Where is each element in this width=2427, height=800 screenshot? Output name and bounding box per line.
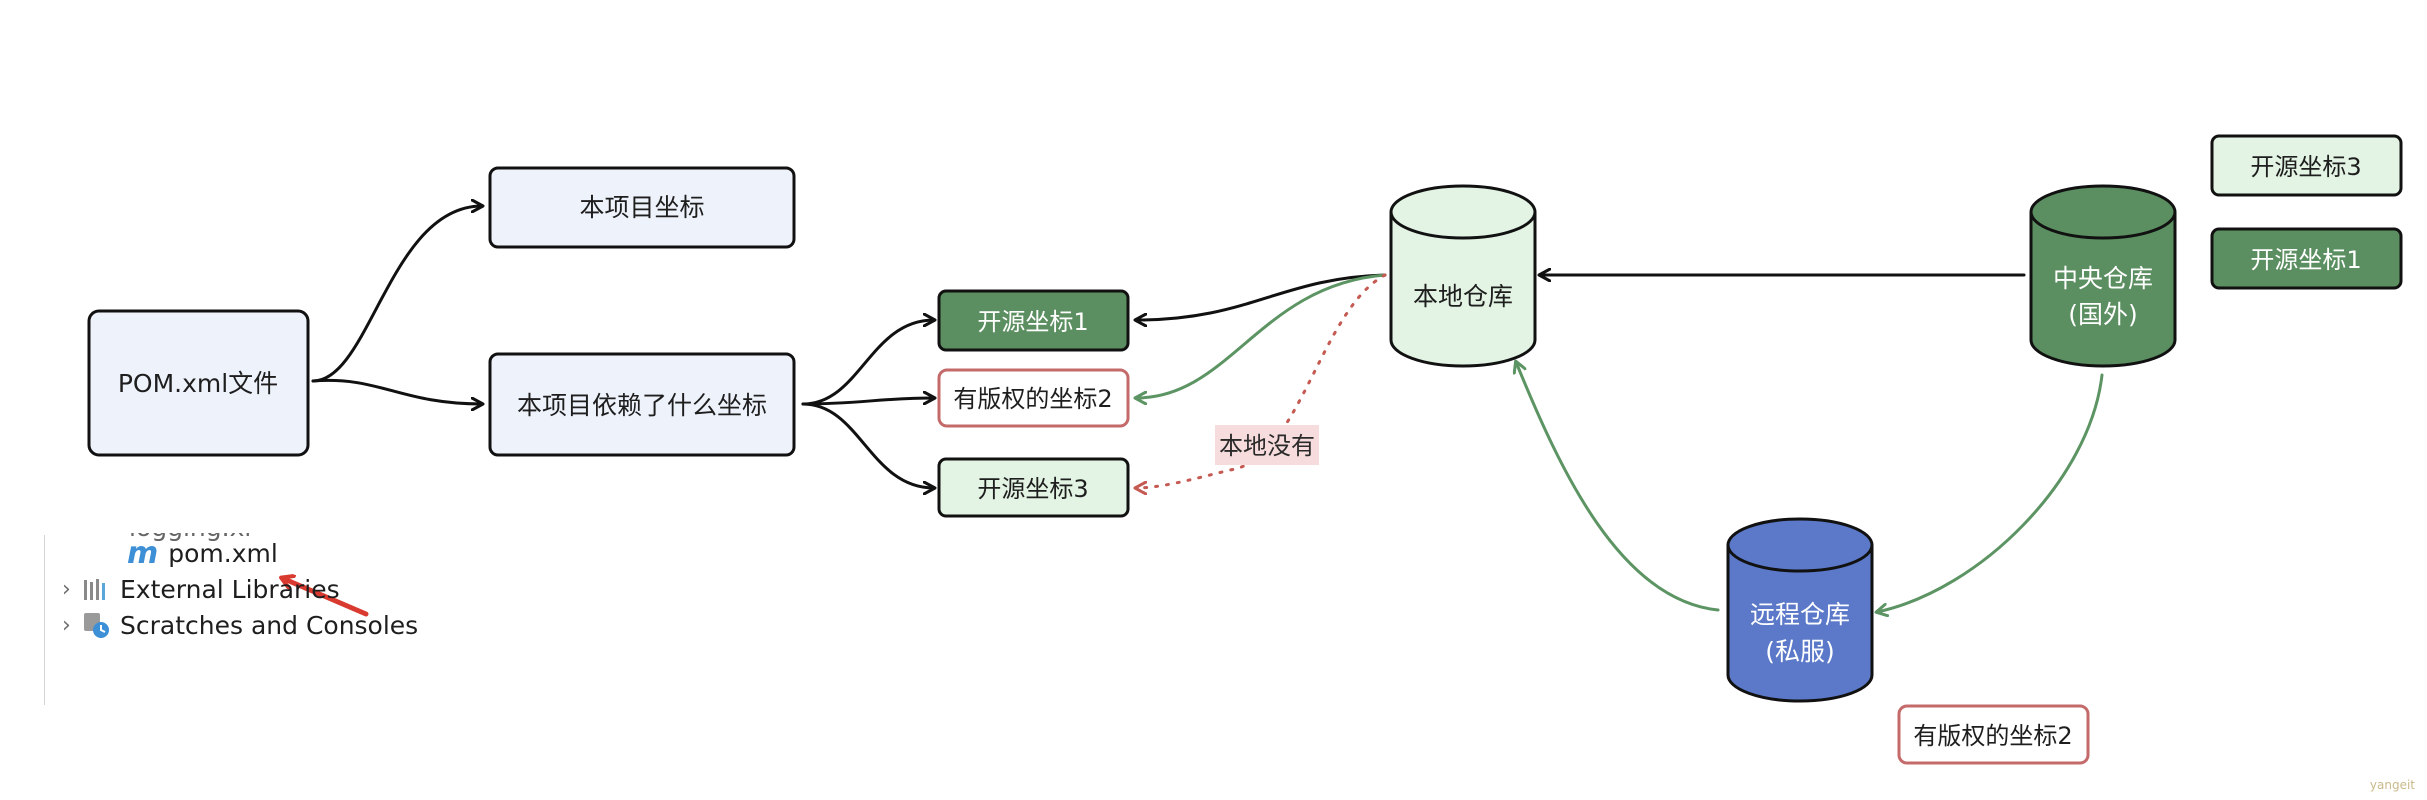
remote-repo-cylinder: 远程仓库 (私服) — [1726, 517, 1874, 703]
chevron-right-icon[interactable]: › — [62, 576, 71, 602]
chevron-right-icon[interactable]: › — [62, 612, 71, 638]
central-open-coord-3-node: 开源坐标3 — [2210, 134, 2403, 197]
tree-item-scratches-label: Scratches and Consoles — [120, 610, 419, 640]
central-repo-label-line1: 中央仓库 — [2053, 264, 2153, 293]
open-coord-1-label: 开源坐标1 — [977, 308, 1088, 336]
edge-deps-to-licensed-coord-2 — [801, 398, 934, 406]
project-deps-node: 本项目依赖了什么坐标 — [488, 352, 796, 457]
tree-item-external-libraries[interactable]: › External Libraries — [62, 571, 340, 607]
remote-repo-label-line2: (私服) — [1765, 637, 1835, 666]
edge-pom-to-project-deps — [311, 378, 482, 404]
remote-repo-label-line1: 远程仓库 — [1750, 600, 1850, 629]
edge-deps-to-open-coord-3 — [801, 402, 934, 488]
central-open-coord-3-label: 开源坐标3 — [2250, 153, 2361, 181]
edge-pom-to-project-coord — [311, 206, 482, 383]
pom-file-node: POM.xml文件 — [87, 309, 310, 457]
central-open-coord-1-label: 开源坐标1 — [2250, 246, 2361, 274]
central-open-coord-1-node: 开源坐标1 — [2210, 227, 2403, 290]
local-repo-cylinder: 本地仓库 — [1389, 184, 1537, 368]
open-coord-3-node: 开源坐标3 — [937, 457, 1130, 518]
project-coord-label: 本项目坐标 — [579, 193, 704, 222]
ide-project-tree: logging.xml m pom.xml › External Librari… — [44, 533, 444, 705]
edge-local-to-licensed-coord-2 — [1136, 273, 1387, 398]
library-icon — [84, 579, 105, 600]
project-coord-node: 本项目坐标 — [488, 166, 796, 249]
tree-guide-line — [44, 535, 45, 705]
local-repo-label: 本地仓库 — [1413, 282, 1513, 311]
tree-item-pom-label: pom.xml — [168, 538, 278, 568]
pom-pointer-arrow — [282, 578, 369, 617]
watermark: yangeit — [2369, 778, 2415, 792]
licensed-coord-2-node: 有版权的坐标2 — [937, 368, 1130, 428]
edge-central-to-remote — [1877, 373, 2104, 612]
tree-item-pom[interactable]: m pom.xml — [127, 535, 278, 571]
edge-deps-to-open-coord-1 — [801, 320, 934, 406]
open-coord-1-node: 开源坐标1 — [937, 289, 1130, 352]
scratches-icon — [84, 613, 109, 638]
project-deps-label: 本项目依赖了什么坐标 — [517, 391, 767, 420]
edge-local-to-open-coord-1 — [1136, 273, 1387, 320]
not-local-annotation: 本地没有 — [1215, 425, 1319, 465]
tree-item-scratches[interactable]: › Scratches and Consoles — [62, 607, 418, 643]
central-repo-cylinder: 中央仓库 (国外) — [2029, 184, 2177, 368]
tree-item-external-libraries-label: External Libraries — [120, 574, 340, 604]
clipped-tree-item: logging.xml — [129, 533, 249, 545]
connectors — [311, 206, 2104, 612]
licensed-coord-2-label: 有版权的坐标2 — [953, 385, 1112, 413]
private-licensed-coord-2-label: 有版权的坐标2 — [1913, 722, 2072, 750]
edge-remote-to-local — [1516, 362, 1720, 612]
open-coord-3-label: 开源坐标3 — [977, 475, 1088, 503]
maven-icon: m — [127, 535, 159, 571]
central-repo-label-line2: (国外) — [2068, 300, 2138, 329]
not-local-label: 本地没有 — [1219, 432, 1315, 460]
pom-file-label: POM.xml文件 — [118, 369, 278, 398]
private-licensed-coord-2-node: 有版权的坐标2 — [1897, 704, 2090, 765]
